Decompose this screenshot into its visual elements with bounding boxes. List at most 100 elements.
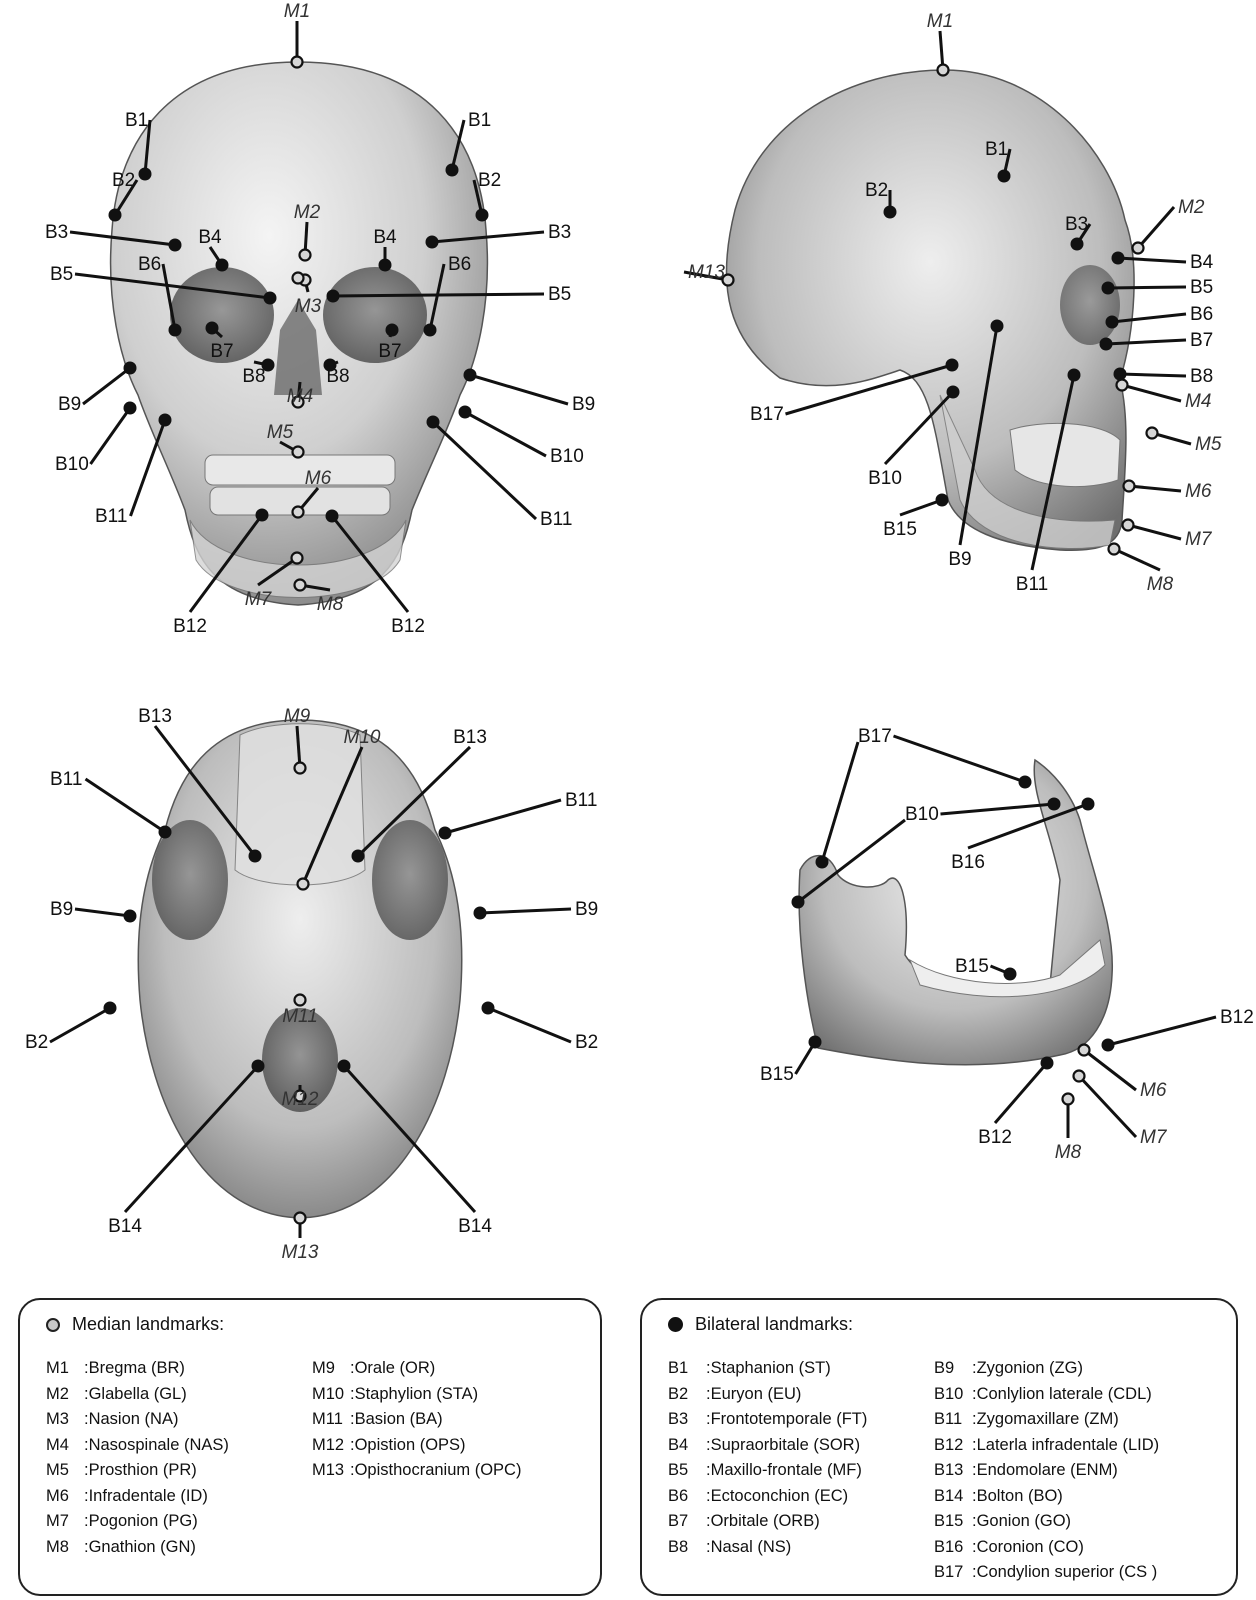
- mandible-label-m6: M6: [1140, 1080, 1167, 1101]
- lateral-leader-line-m7: [1128, 525, 1181, 539]
- legend-code: M3: [46, 1407, 84, 1433]
- basal-label-b13: B13: [138, 706, 172, 727]
- lateral-label-m5: M5: [1195, 434, 1222, 455]
- legend-name: Nasion (NA): [89, 1407, 179, 1433]
- legend-name: Zygomaxillare (ZM): [977, 1407, 1119, 1433]
- lateral-point-b2: [884, 206, 897, 219]
- legend-name: Endomolare (ENM): [977, 1458, 1118, 1484]
- legend-name: Ectoconchion (EC): [711, 1484, 849, 1510]
- basal-label-m10: M10: [344, 727, 381, 748]
- frontal-point-m7: [292, 553, 303, 564]
- basal-point-b2: [104, 1002, 117, 1015]
- basal-point-b11: [159, 826, 172, 839]
- basal-point-b9: [124, 910, 137, 923]
- frontal-label-b10: B10: [55, 454, 89, 475]
- frontal-point-b3: [169, 239, 182, 252]
- frontal-label-b4: B4: [198, 227, 222, 248]
- legend-code: M6: [46, 1484, 84, 1510]
- lateral-label-b3: B3: [1065, 214, 1088, 235]
- frontal-label-b7: B7: [210, 341, 233, 362]
- frontal-point-b6: [169, 324, 182, 337]
- frontal-point-b2: [476, 209, 489, 222]
- legend-code: M5: [46, 1458, 84, 1484]
- basal-point-m9: [295, 763, 306, 774]
- lateral-leader-line-m2: [1138, 207, 1174, 248]
- median-marker-icon: [46, 1318, 60, 1332]
- frontal-label-b10: B10: [550, 446, 584, 467]
- basal-label-m9: M9: [284, 706, 311, 727]
- basal-point-m13: [295, 1213, 306, 1224]
- skull-views: M1B1B1B2B2B3B3M2B4B4B5B5M3B6B6B7B7B9B9B8…: [0, 0, 1256, 1290]
- frontal-label-b5: B5: [50, 264, 73, 285]
- lateral-label-m2: M2: [1178, 197, 1205, 218]
- legend-code: M1: [46, 1356, 84, 1382]
- frontal-label-b6: B6: [138, 254, 161, 275]
- basal-point-b13: [352, 850, 365, 863]
- legend-code: M7: [46, 1509, 84, 1535]
- legend-code: M8: [46, 1535, 84, 1561]
- legend-name: Frontotemporale (FT): [711, 1407, 868, 1433]
- frontal-label-b9: B9: [58, 394, 81, 415]
- legend-entry-b11: B11: Zygomaxillare (ZM): [934, 1407, 1159, 1433]
- mandible-label-b16: B16: [951, 852, 985, 873]
- frontal-label-m4: M4: [287, 386, 313, 407]
- frontal-leader-line-b11: [131, 420, 166, 516]
- lateral-point-m5: [1147, 428, 1158, 439]
- frontal-leader-line-b9: [470, 375, 568, 404]
- legend-entry-b12: B12: Laterla infradentale (LID): [934, 1433, 1159, 1459]
- legend-entry-b5: B5: Maxillo-frontale (MF): [668, 1458, 867, 1484]
- basal-point-b11: [439, 827, 452, 840]
- basal-leader-line-b2: [488, 1008, 571, 1042]
- lateral-label-b7: B7: [1190, 330, 1213, 351]
- legend-entry-b14: B14: Bolton (BO): [934, 1484, 1159, 1510]
- legend-code: M13: [312, 1458, 350, 1484]
- basal-point-m10: [298, 879, 309, 890]
- frontal-label-b3: B3: [548, 222, 571, 243]
- frontal-point-b5: [327, 290, 340, 303]
- basal-label-b9: B9: [575, 899, 598, 920]
- legend-entry-m5: M5: Prosthion (PR): [46, 1458, 229, 1484]
- frontal-label-b8: B8: [242, 366, 265, 387]
- legend-name: Gnathion (GN): [89, 1535, 196, 1561]
- lateral-point-b10: [947, 386, 960, 399]
- lateral-label-b2: B2: [865, 180, 888, 201]
- frontal-label-m1: M1: [284, 1, 310, 22]
- frontal-leader-line-b10: [91, 408, 131, 464]
- basal-label-m11: M11: [282, 1006, 318, 1027]
- legend-name: Staphylion (STA): [355, 1382, 479, 1408]
- mandible-point-b15: [809, 1036, 822, 1049]
- lateral-point-b8: [1114, 368, 1127, 381]
- legend-code: B14: [934, 1484, 972, 1510]
- mandible-label-b17: B17: [858, 726, 892, 747]
- mandible-point-m7: [1074, 1071, 1085, 1082]
- basal-point-b2: [482, 1002, 495, 1015]
- basal-leader-line-b11: [86, 779, 166, 832]
- lateral-label-m6: M6: [1185, 481, 1212, 502]
- legend-code: B9: [934, 1356, 972, 1382]
- legend-code: B10: [934, 1382, 972, 1408]
- basal-leader-line-b9: [480, 909, 571, 913]
- frontal-label-b7: B7: [378, 341, 401, 362]
- extra-leader-line: [822, 742, 858, 862]
- lateral-leader-line-m6: [1129, 486, 1181, 491]
- legend-entry-b15: B15: Gonion (GO): [934, 1509, 1159, 1535]
- basal-point-b14: [338, 1060, 351, 1073]
- legend-code: B11: [934, 1407, 972, 1433]
- lateral-point-b9: [991, 320, 1004, 333]
- legend-entry-b16: B16: Coronion (CO): [934, 1535, 1159, 1561]
- legend-name: Glabella (GL): [89, 1382, 187, 1408]
- legend-code: M4: [46, 1433, 84, 1459]
- mandible-point-m6: [1079, 1045, 1090, 1056]
- mandible-leader-line-m6: [1084, 1050, 1136, 1090]
- frontal-label-b1: B1: [125, 110, 148, 131]
- mandible-label-m7: M7: [1140, 1127, 1168, 1148]
- legend-entry-b8: B8: Nasal (NS): [668, 1535, 867, 1561]
- median-legend: Median landmarks: M1: Bregma (BR)M2: Gla…: [18, 1298, 602, 1596]
- legend-name: Pogonion (PG): [89, 1509, 198, 1535]
- lateral-point-b6: [1106, 316, 1119, 329]
- legend-entry-m10: M10: Staphylion (STA): [312, 1382, 521, 1408]
- legend-name: Orbitale (ORB): [711, 1509, 820, 1535]
- lateral-leader-line-b15: [900, 500, 942, 515]
- mandible-point-b15: [1004, 968, 1017, 981]
- legend-code: B5: [668, 1458, 706, 1484]
